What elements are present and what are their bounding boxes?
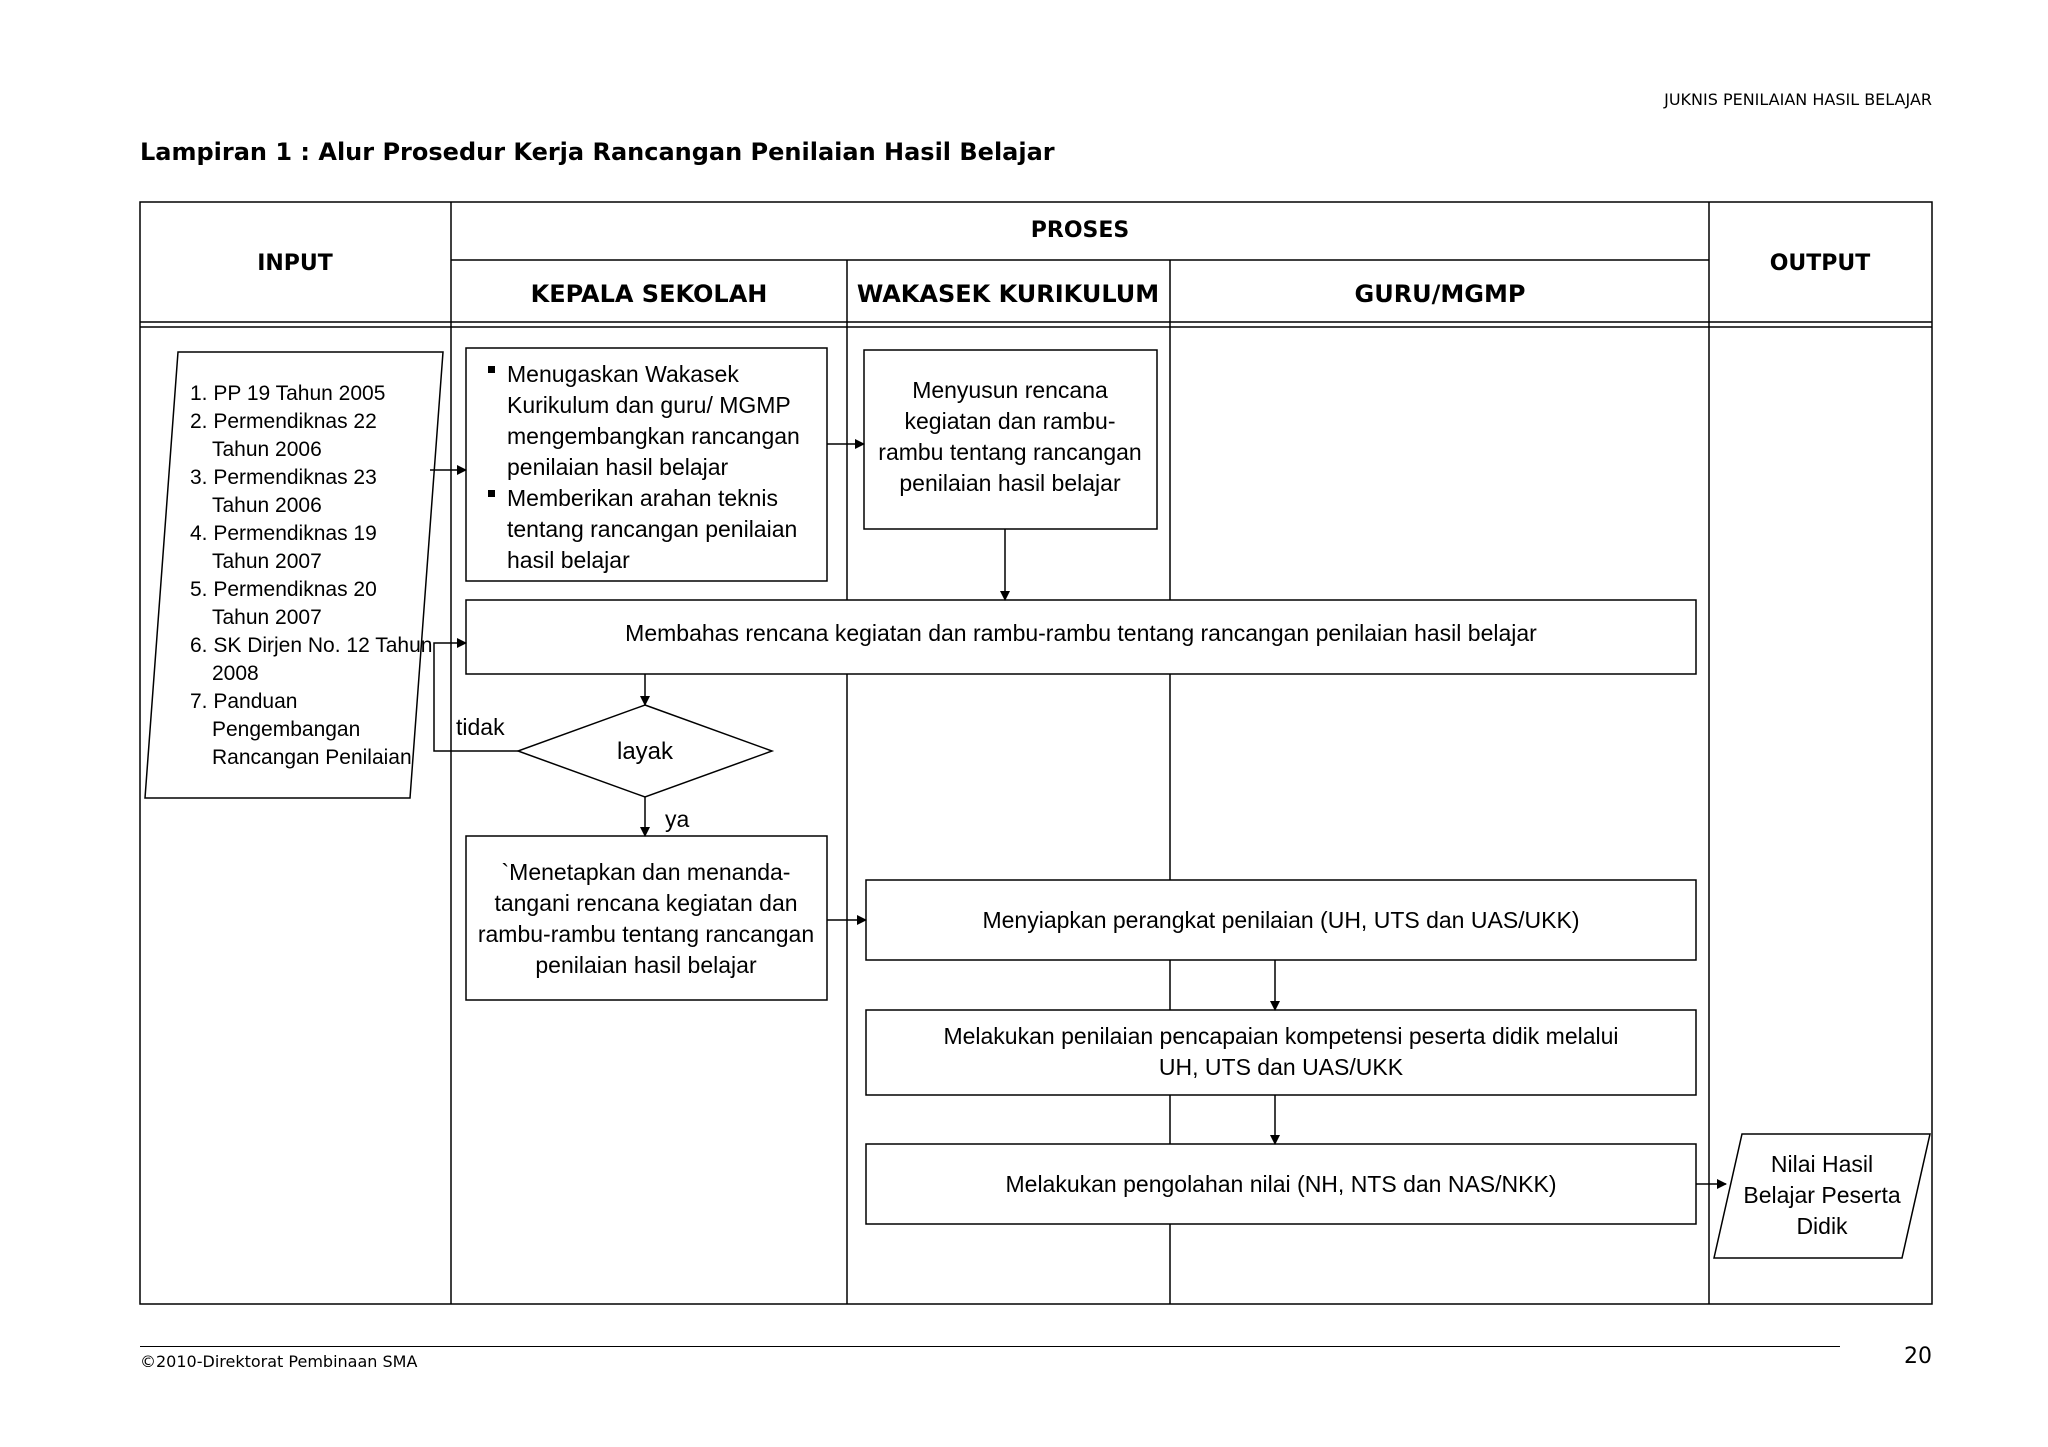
input-list-line: 2. Permendiknas 22 xyxy=(190,410,377,433)
box-melakukan-penilaian xyxy=(865,1009,1697,1096)
text-line: mengembangkan rancangan xyxy=(507,423,800,449)
box-menetapkan-text: `Menetapkan dan menanda- tangani rencana… xyxy=(478,859,814,978)
text-line: penilaian hasil belajar xyxy=(899,470,1121,496)
column-header-guru: GURU/MGMP xyxy=(1355,280,1526,308)
box-pengolahan-nilai-text: Melakukan pengolahan nilai (NH, NTS dan … xyxy=(1006,1171,1557,1197)
box-pengolahan-nilai xyxy=(865,1143,1697,1225)
text-line: Belajar Peserta xyxy=(1743,1182,1900,1208)
bullet-icon xyxy=(488,366,495,373)
text-line: hasil belajar xyxy=(507,547,630,573)
input-list-line: 7. Panduan xyxy=(190,690,297,713)
box-kepsek-tugas-text: Menugaskan Wakasek Kurikulum dan guru/ M… xyxy=(488,361,800,573)
decision-label: layak xyxy=(617,738,674,765)
text-line: Kurikulum dan guru/ MGMP xyxy=(507,392,791,418)
input-list-line: 5. Permendiknas 20 xyxy=(190,578,377,601)
page-number: 20 xyxy=(1904,1344,1932,1369)
column-header-output: OUTPUT xyxy=(1770,251,1871,276)
text-line: Didik xyxy=(1796,1213,1848,1239)
input-list-line: Tahun 2007 xyxy=(212,550,322,573)
input-list-line: Pengembangan xyxy=(212,718,360,741)
input-document-shape xyxy=(144,351,444,799)
box-melakukan-penilaian-text: Melakukan penilaian pencapaian kompetens… xyxy=(943,1023,1618,1080)
text-line: Menyusun rencana xyxy=(912,377,1108,403)
text-line: Melakukan penilaian pencapaian kompetens… xyxy=(943,1023,1618,1049)
label-tidak: tidak xyxy=(456,714,505,740)
bullet-icon xyxy=(488,490,495,497)
input-list: 1. PP 19 Tahun 2005 2. Permendiknas 22 T… xyxy=(190,382,432,769)
text-line: tentang rancangan penilaian xyxy=(507,516,797,542)
box-membahas-text: Membahas rencana kegiatan dan rambu-ramb… xyxy=(625,620,1537,646)
column-header-kepala-sekolah: KEPALA SEKOLAH xyxy=(531,280,768,308)
box-menyiapkan xyxy=(865,879,1697,961)
text-line: UH, UTS dan UAS/UKK xyxy=(1159,1054,1404,1080)
page-title: Lampiran 1 : Alur Prosedur Kerja Rancang… xyxy=(140,138,1055,166)
text-line: penilaian hasil belajar xyxy=(507,454,729,480)
box-membahas xyxy=(465,599,1697,675)
input-list-line: Tahun 2007 xyxy=(212,606,322,629)
footer-text: ©2010-Direktorat Pembinaan SMA xyxy=(140,1352,418,1371)
text-line: `Menetapkan dan menanda- xyxy=(502,859,791,885)
input-list-line: 4. Permendiknas 19 xyxy=(190,522,377,545)
input-list-line: 3. Permendiknas 23 xyxy=(190,466,377,489)
output-text: Nilai Hasil Belajar Peserta Didik xyxy=(1743,1151,1900,1239)
header-note: JUKNIS PENILAIAN HASIL BELAJAR xyxy=(1664,90,1932,109)
text-line: Menugaskan Wakasek xyxy=(507,361,739,387)
text-line: rambu tentang rancangan xyxy=(878,439,1141,465)
box-menyiapkan-text: Menyiapkan perangkat penilaian (UH, UTS … xyxy=(982,907,1579,933)
footer-rule xyxy=(140,1346,1840,1347)
table-frame xyxy=(139,201,1933,1305)
input-list-line: Rancangan Penilaian xyxy=(212,746,412,769)
text-line: tangani rencana kegiatan dan xyxy=(494,890,797,916)
arrow-tidak-loop xyxy=(433,638,518,752)
text-line: kegiatan dan rambu- xyxy=(905,408,1116,434)
box-kepsek-tugas xyxy=(465,347,828,582)
column-header-input: INPUT xyxy=(257,251,333,276)
input-list-line: Tahun 2006 xyxy=(212,494,322,517)
input-list-line: 6. SK Dirjen No. 12 Tahun xyxy=(190,634,432,657)
box-menetapkan xyxy=(465,835,828,1001)
text-line: penilaian hasil belajar xyxy=(535,952,757,978)
input-list-line: 1. PP 19 Tahun 2005 xyxy=(190,382,385,405)
input-list-line: Tahun 2006 xyxy=(212,438,322,461)
input-list-line: 2008 xyxy=(212,662,259,685)
column-header-wakasek: WAKASEK KURIKULUM xyxy=(857,280,1159,308)
column-header-proses: PROSES xyxy=(1031,218,1129,243)
label-ya: ya xyxy=(665,806,690,832)
box-wakasek-susun-text: Menyusun rencana kegiatan dan rambu- ram… xyxy=(878,377,1141,496)
connectors xyxy=(430,439,1727,1189)
output-document-shape xyxy=(1713,1133,1931,1259)
text-line: rambu-rambu tentang rancangan xyxy=(478,921,814,947)
text-line: Memberikan arahan teknis xyxy=(507,485,778,511)
text-line: Nilai Hasil xyxy=(1771,1151,1873,1177)
